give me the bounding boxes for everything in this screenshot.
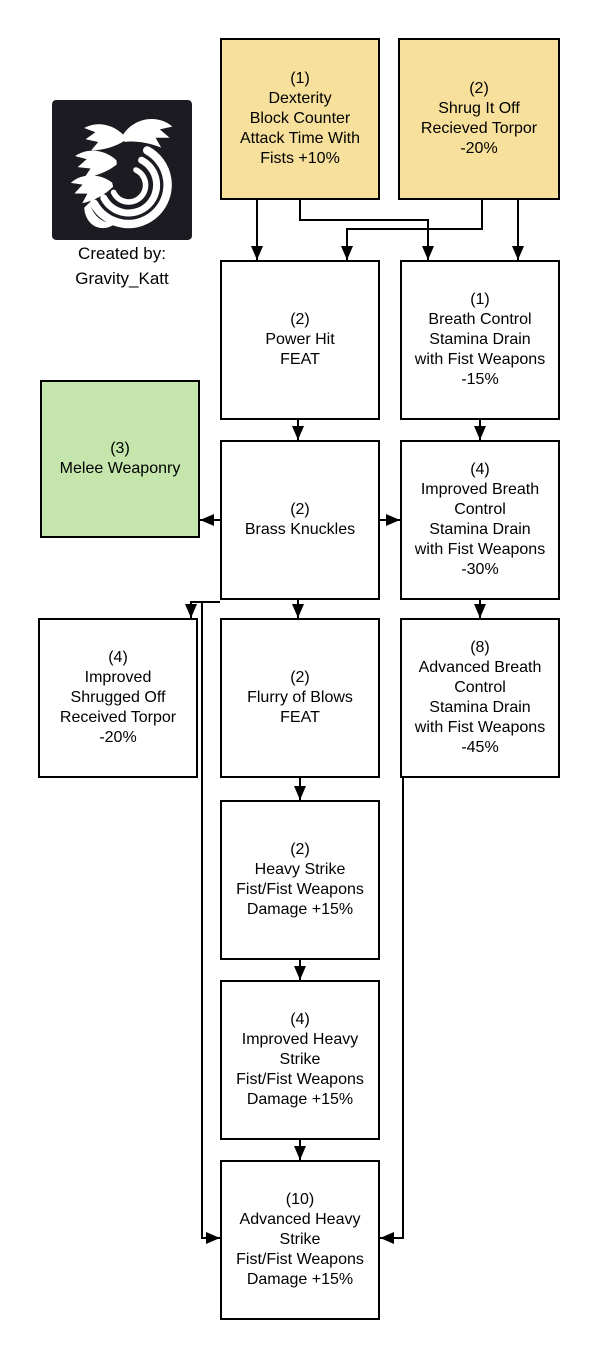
edge-advanced-breath-control-to-advanced-heavy-strike <box>380 778 404 1244</box>
edge-brass-knuckles-to-improved-shrugged-off <box>185 601 220 618</box>
edge-dexterity-to-breath-control <box>299 200 434 260</box>
node-improved-shrugged-off: (4) Improved Shrugged Off Received Torpo… <box>38 618 198 778</box>
node-improved-breath-control: (4) Improved Breath Control Stamina Drai… <box>400 440 560 600</box>
node-advanced-breath-control: (8) Advanced Breath Control Stamina Drai… <box>400 618 560 778</box>
node-shrug-it-off: (2) Shrug It Off Recieved Torpor -20% <box>398 38 560 200</box>
hydra-logo-icon <box>52 100 192 240</box>
node-power-hit: (2) Power Hit FEAT <box>220 260 380 420</box>
node-improved-heavy-strike: (4) Improved Heavy Strike Fist/Fist Weap… <box>220 980 380 1140</box>
creator-credit: Created by: Gravity_Katt <box>40 100 204 290</box>
edge-brass-knuckles-to-advanced-heavy-strike <box>201 602 220 1244</box>
node-flurry-of-blows: (2) Flurry of Blows FEAT <box>220 618 380 778</box>
node-brass-knuckles: (2) Brass Knuckles <box>220 440 380 600</box>
node-dexterity: (1) Dexterity Block Counter Attack Time … <box>220 38 380 200</box>
node-breath-control: (1) Breath Control Stamina Drain with Fi… <box>400 260 560 420</box>
credit-line1: Created by: <box>78 244 166 263</box>
edge-shrug-it-off-to-power-hit <box>341 200 483 260</box>
credit-line2: Gravity_Katt <box>75 269 169 288</box>
node-advanced-heavy-strike: (10) Advanced Heavy Strike Fist/Fist Wea… <box>220 1160 380 1320</box>
node-heavy-strike: (2) Heavy Strike Fist/Fist Weapons Damag… <box>220 800 380 960</box>
node-melee-weaponry: (3) Melee Weaponry <box>40 380 200 538</box>
